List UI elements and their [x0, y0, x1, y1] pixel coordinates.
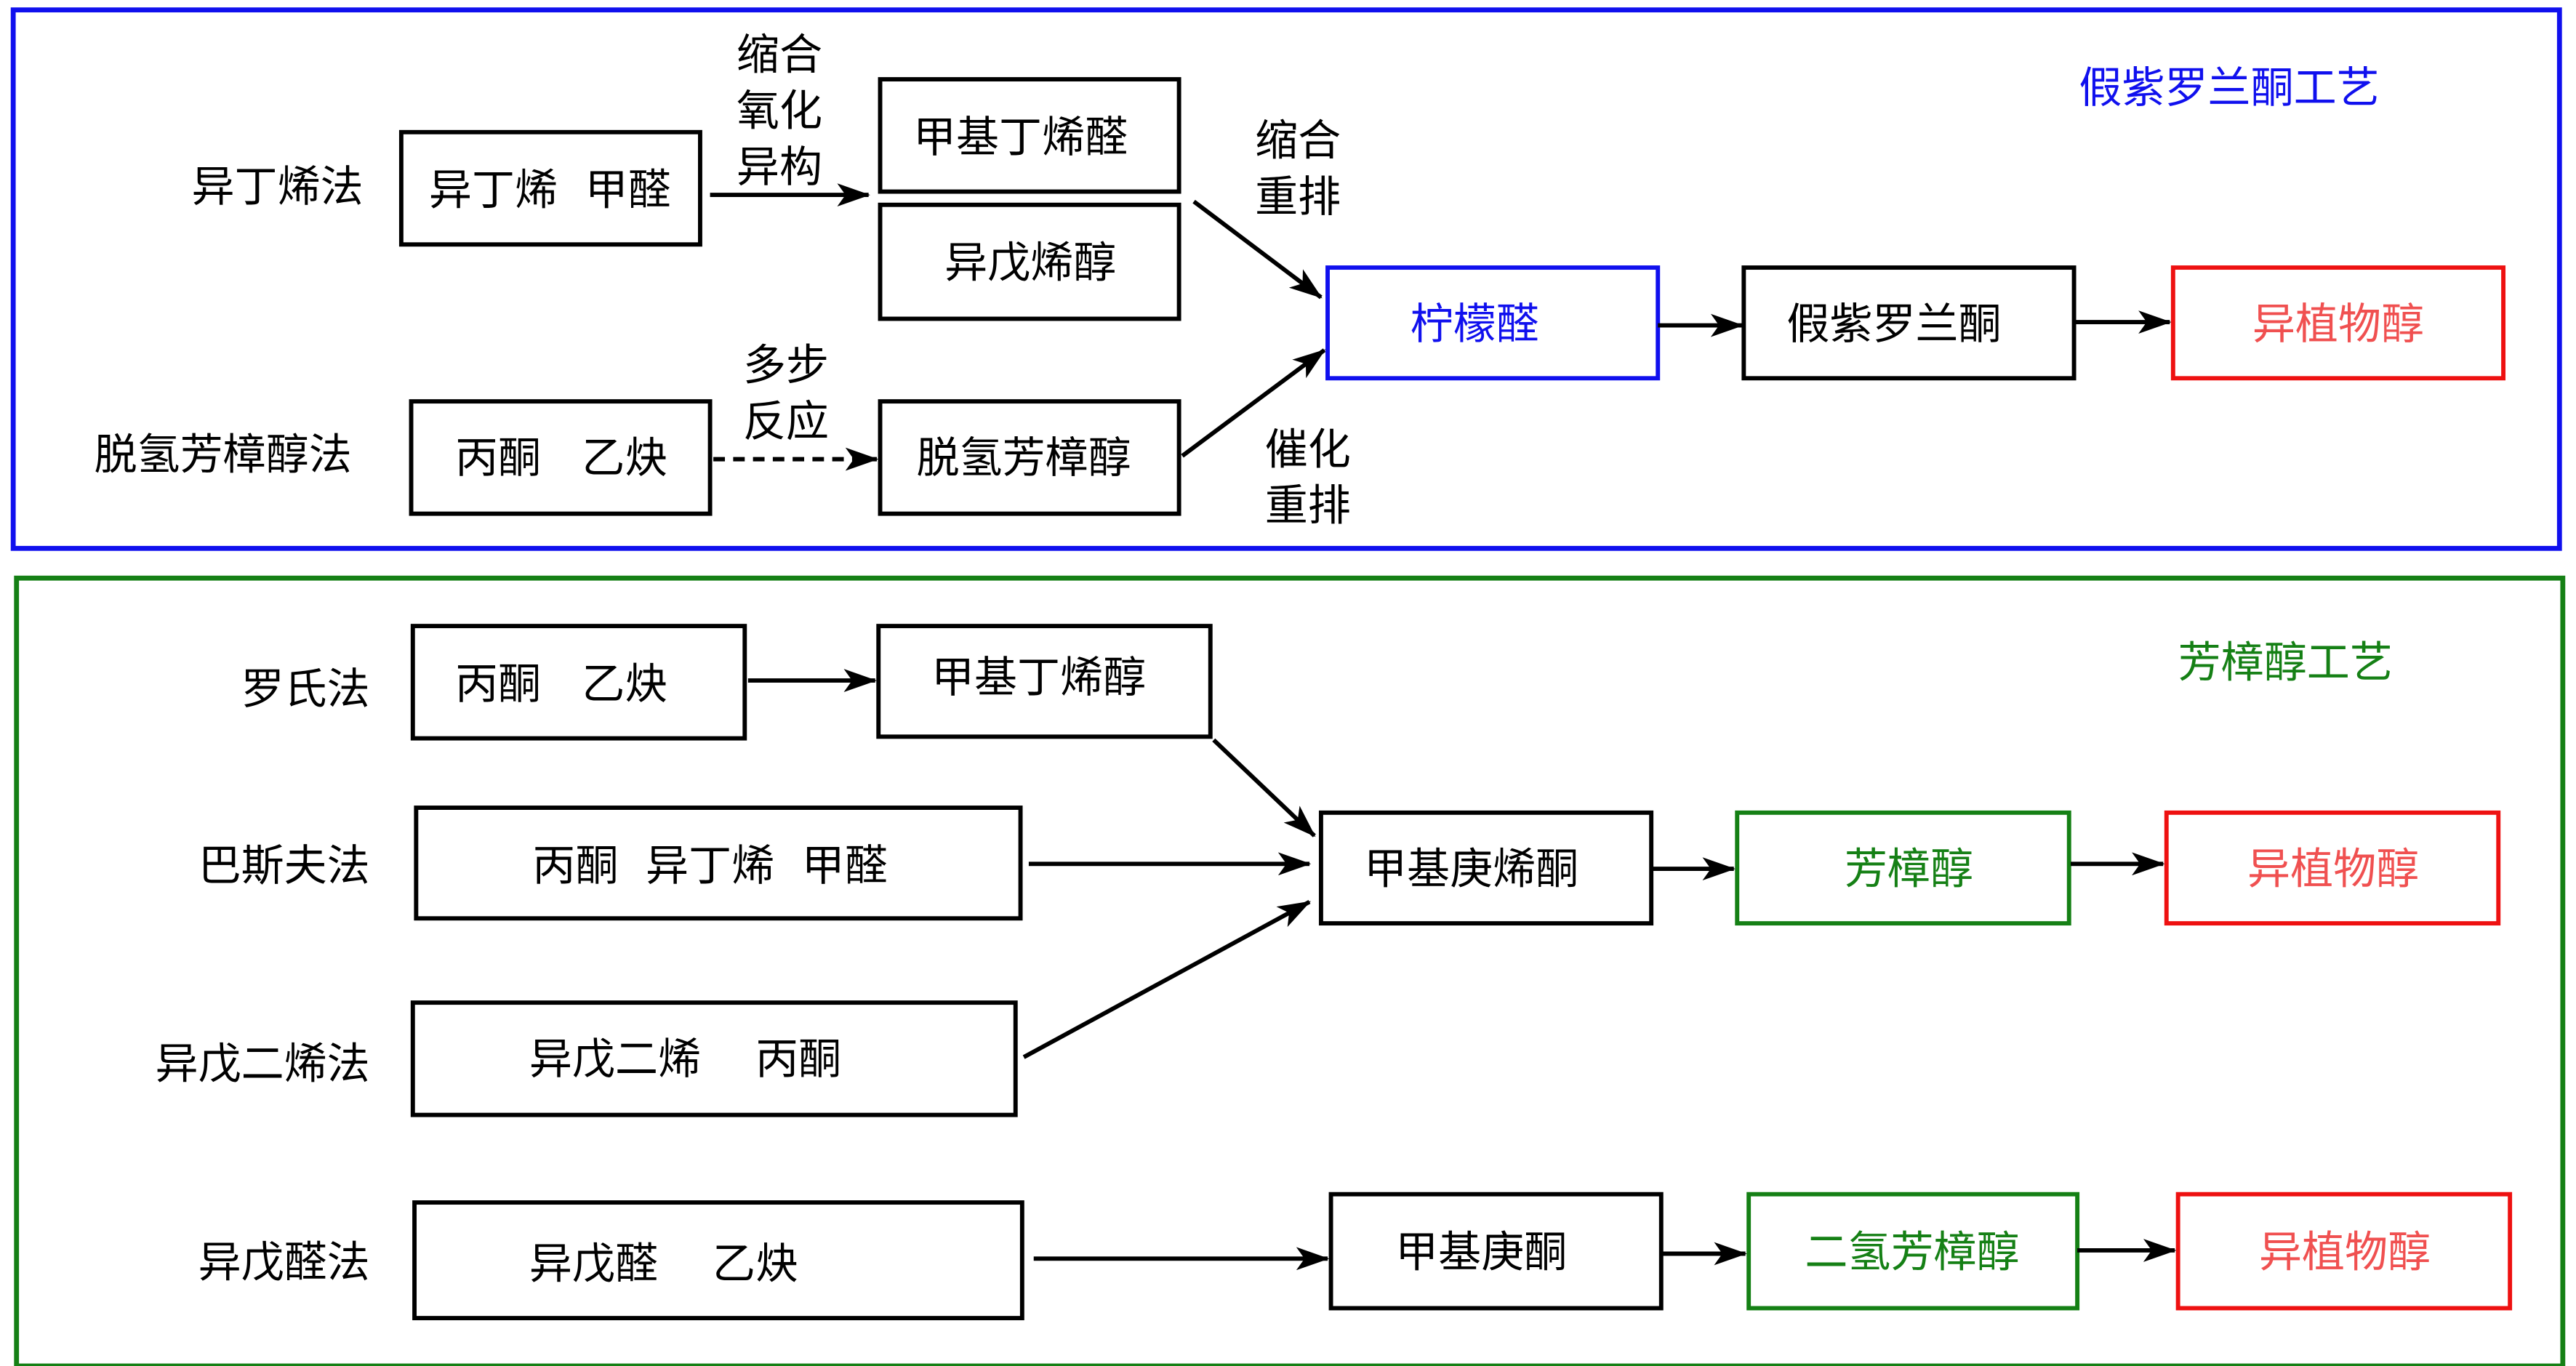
arrow-isoprene-to-mhone: [1022, 899, 1312, 1059]
methylheptanone-box: [1328, 1192, 1664, 1311]
isophytol-box-1: [2170, 265, 2506, 381]
step-label-multistep: 多步: [743, 340, 829, 390]
raw-text-isobutylene-formaldehyde: 异丁烯 甲醛: [429, 165, 671, 215]
citral-text: 柠檬醛: [1411, 299, 1539, 349]
step-label-condensation: 缩合: [737, 29, 822, 79]
methylheptenone-box: [1318, 810, 1654, 926]
arrow-mba-to-citral: [1192, 199, 1323, 300]
isophytol-text-3: 异植物醇: [2259, 1227, 2431, 1277]
method-label-isoprene: 异戊二烯法: [156, 1039, 370, 1089]
dihydrolinalool-box: [1746, 1192, 2080, 1311]
step-label-oxidation: 氧化: [737, 86, 822, 136]
raw-box-acetone-acetylene-top: [409, 399, 713, 516]
intermediate-text-dehydrolinalool: 脱氢芳樟醇: [917, 433, 1131, 483]
intermediate-box-methylbutenol: [876, 624, 1213, 739]
intermediate-text-prenol: 异戊烯醇: [944, 238, 1116, 288]
raw-text-basf: 丙酮 异丁烯 甲醛: [532, 840, 887, 891]
isophytol-text-1: 异植物醇: [2252, 299, 2424, 349]
method-label-isovaleraldehyde: 异戊醛法: [198, 1237, 370, 1287]
citral-box: [1325, 265, 1661, 381]
raw-text-acetone-acetylene-top: 丙酮 乙炔: [455, 433, 667, 483]
intermediate-text-methylbutenol: 甲基丁烯醇: [931, 652, 1146, 702]
raw-text-isoprene-acetone: 异戊二烯 丙酮: [529, 1034, 841, 1084]
method-label-dehydrolinalool: 脱氢芳樟醇法: [95, 429, 352, 479]
step-label-reaction: 反应: [743, 396, 829, 446]
arrow-mbe-to-mhone: [1212, 738, 1316, 837]
pseudo-ionone-section-frame: [10, 7, 2562, 551]
raw-box-acetone-acetylene-roche: [410, 624, 747, 741]
raw-box-isoprene-acetone: [410, 1000, 1018, 1117]
raw-box-isobutylene-formaldehyde: [398, 129, 702, 247]
isophytol-box-3: [2175, 1192, 2513, 1311]
pseudoionone-text: 假紫罗兰酮: [1786, 299, 2001, 349]
step-label-rearrangement: 重排: [1255, 172, 1341, 222]
linalool-box: [1735, 810, 2071, 926]
raw-text-acetone-acetylene-roche: 丙酮 乙炔: [455, 659, 667, 709]
method-label-basf: 巴斯夫法: [198, 840, 370, 891]
raw-box-isovaleraldehyde-acetylene: [412, 1200, 1024, 1321]
raw-text-isovaleraldehyde-acetylene: 异戊醛 乙炔: [529, 1239, 798, 1289]
intermediate-box-methylbutenal: [878, 77, 1181, 194]
intermediate-box-prenol: [878, 202, 1181, 321]
method-label-isobutylene: 异丁烯法: [191, 161, 363, 212]
step-label-rearrangement-2: 重排: [1265, 481, 1351, 531]
methylheptenone-text: 甲基庚烯酮: [1364, 844, 1578, 894]
arrow-dhl-to-citral: [1181, 348, 1326, 458]
intermediate-box-dehydrolinalool: [878, 399, 1181, 516]
step-label-catalytic: 催化: [1265, 424, 1351, 474]
dihydrolinalool-text: 二氢芳樟醇: [1805, 1227, 2019, 1277]
methylheptanone-text: 甲基庚酮: [1395, 1227, 1567, 1277]
linalool-section-frame: [14, 575, 2566, 1366]
method-label-roche: 罗氏法: [241, 664, 370, 714]
intermediate-text-methylbutenal: 甲基丁烯醛: [913, 112, 1128, 162]
step-label-condensation-2: 缩合: [1255, 116, 1341, 166]
pseudo-ionone-section-title: 假紫罗兰酮工艺: [2079, 63, 2379, 113]
isophytol-box-2: [2164, 810, 2501, 926]
step-label-isomerization: 异构: [737, 142, 822, 192]
linalool-text: 芳樟醇: [1845, 844, 1973, 894]
linalool-section-title: 芳樟醇工艺: [2178, 638, 2393, 688]
pseudoionone-box: [1741, 265, 2077, 381]
raw-box-basf: [414, 805, 1023, 921]
isophytol-text-2: 异植物醇: [2247, 844, 2419, 894]
